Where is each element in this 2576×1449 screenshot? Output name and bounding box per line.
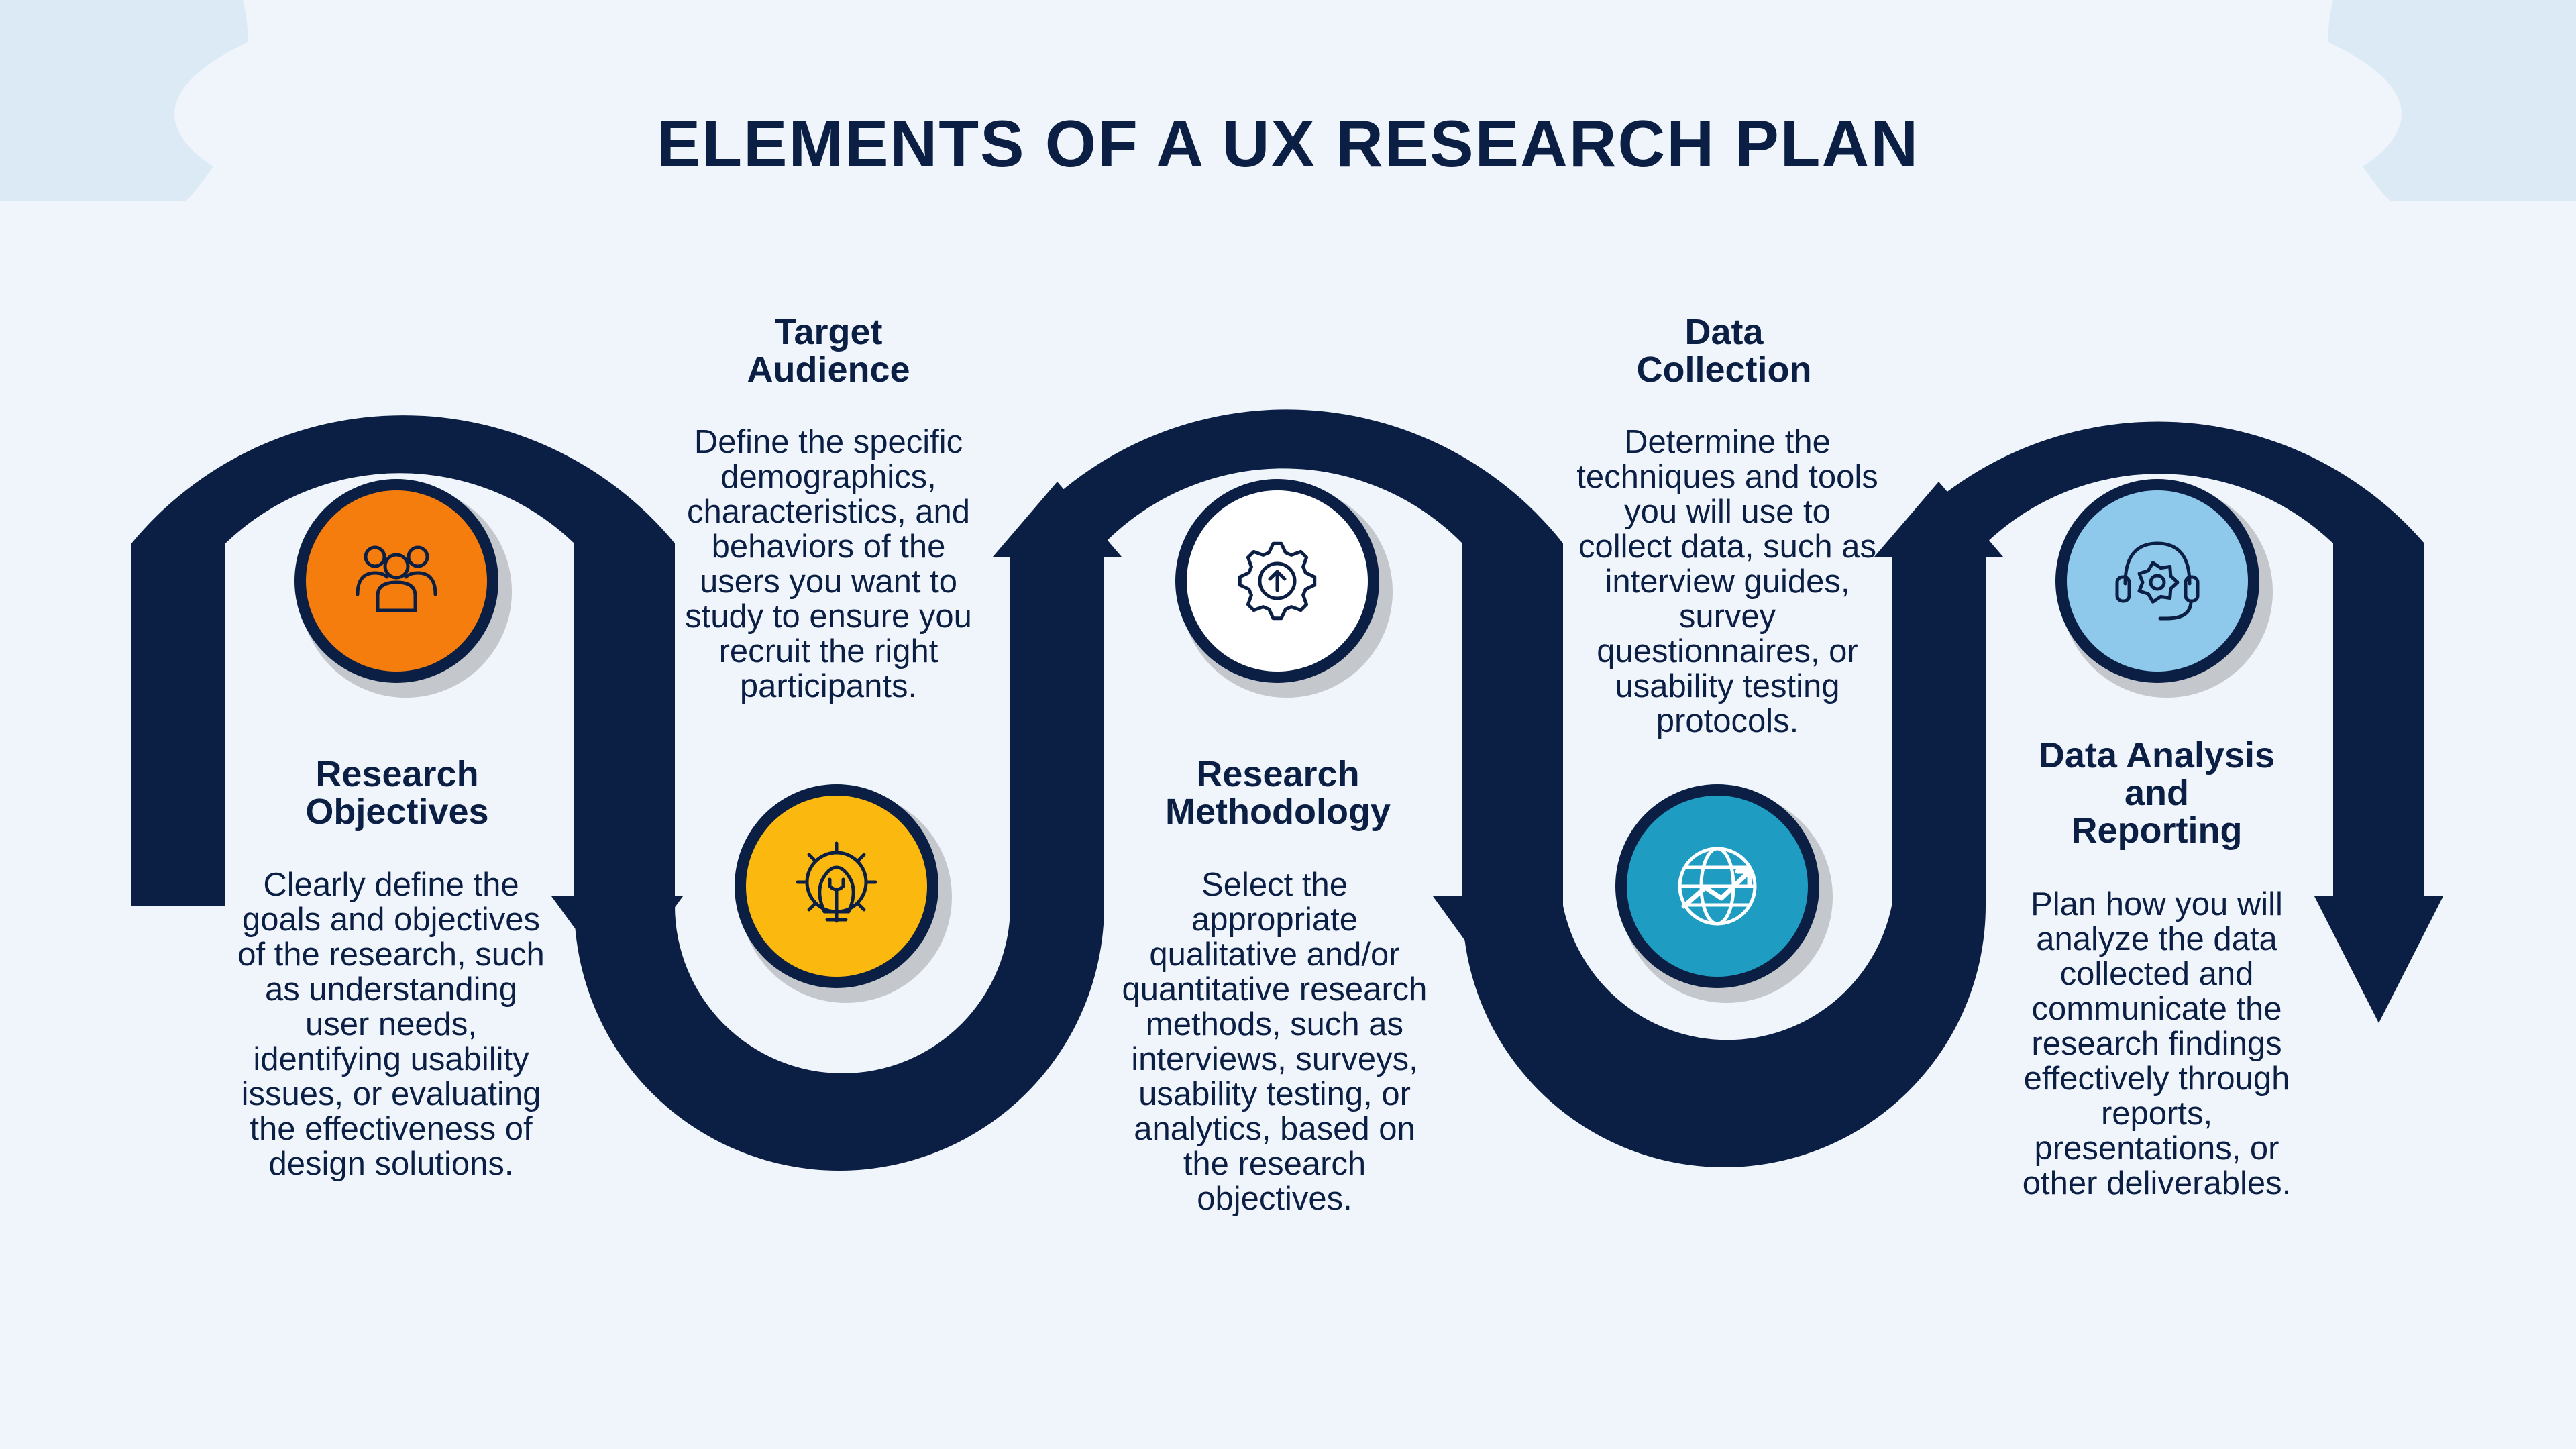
arrowhead-up-2: [1874, 482, 2003, 557]
lightbulb-gear-icon: [796, 841, 877, 923]
path-band: [131, 409, 2424, 1171]
step-circle-4: [1615, 784, 1833, 1003]
step-description-target-audience: Define the specific demographics, charac…: [685, 424, 972, 704]
gear-upload-icon: [1238, 541, 1317, 621]
step-description-research-objectives: Clearly define the goals and objectives …: [237, 867, 545, 1182]
headset-gear-icon: [2115, 541, 2200, 621]
step-description-research-methodology: Select the appropriate qualitative and/o…: [1122, 867, 1428, 1217]
page-title: ELEMENTS OF A UX RESEARCH PLAN: [656, 107, 1920, 180]
step-description-data-analysis-reporting: Plan how you will analyze the data colle…: [2022, 886, 2292, 1201]
step-circle-5: [2055, 479, 2273, 698]
cloud-left: [0, 0, 248, 268]
circle-fill: [746, 796, 927, 977]
step-title-data-analysis-reporting: Data Analysis and Reporting: [2038, 735, 2275, 851]
circle-fill: [2067, 490, 2248, 672]
step-circle-3: [1175, 479, 1393, 698]
step-title-research-objectives: Research Objectives: [305, 754, 489, 832]
step-title-target-audience: Target Audience: [747, 312, 910, 390]
arrowhead-down-2: [1433, 896, 1563, 986]
step-circle-2: [735, 784, 952, 1003]
arrowhead-down-1: [551, 896, 683, 986]
step-icons: [294, 479, 2273, 1003]
step-title-data-collection: Data Collection: [1636, 312, 1812, 390]
globe-chart-icon: [1678, 847, 1757, 926]
arrowhead-down-final: [2314, 896, 2443, 1023]
step-circle-1: [294, 479, 512, 698]
background-clouds: [0, 0, 2576, 268]
people-group-icon: [356, 545, 437, 612]
arrowhead-up-1: [993, 482, 1122, 557]
step-title-research-methodology: Research Methodology: [1165, 754, 1391, 832]
path-arrowheads: [551, 482, 2443, 1023]
step-description-data-collection: Determine the techniques and tools you w…: [1576, 424, 1878, 739]
cloud-right: [2328, 0, 2576, 268]
